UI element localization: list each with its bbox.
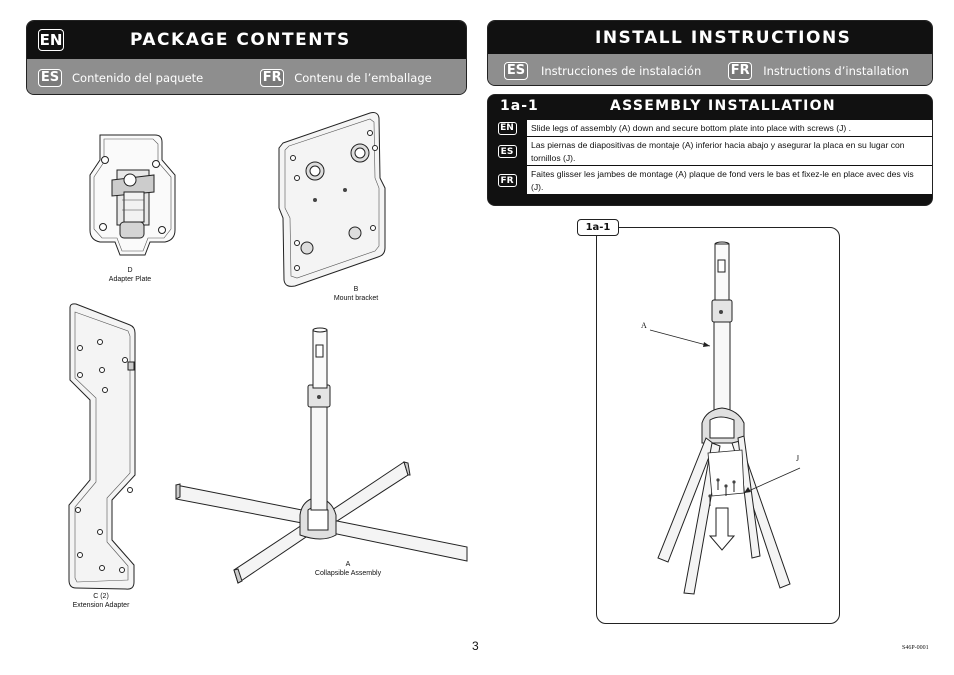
- part-letter: C (2): [93, 593, 109, 600]
- package-contents-header: EN PACKAGE CONTENTS ES Contenido del paq…: [26, 20, 467, 95]
- package-contents-subheader: ES Contenido del paquete FR Contenu de l…: [27, 59, 466, 94]
- instruction-row-fr: FR Faites glisser les jambes de montage …: [488, 166, 932, 195]
- install-instructions-title-bar: INSTALL INSTRUCTIONS: [488, 21, 932, 54]
- package-contents-title-bar: EN PACKAGE CONTENTS: [27, 21, 466, 59]
- subtitle-es: Contenido del paquete: [72, 70, 204, 85]
- assembly-step-box: 1a-1 ASSEMBLY INSTALLATION EN Slide legs…: [487, 94, 933, 206]
- part-name: Collapsible Assembly: [314, 570, 382, 577]
- instruction-text-en: Slide legs of assembly (A) down and secu…: [526, 119, 932, 137]
- lang-badge-es: ES: [38, 68, 62, 87]
- install-instructions-header: INSTALL INSTRUCTIONS ES Instrucciones de…: [487, 20, 933, 86]
- assembly-step-illustration: [649, 241, 801, 595]
- instruction-row-en: EN Slide legs of assembly (A) down and s…: [488, 119, 932, 137]
- mount-bracket-illustration: [278, 112, 386, 287]
- extension-adapter-illustration: [68, 303, 136, 590]
- part-name: Adapter Plate: [108, 276, 152, 283]
- lang-badge-fr: FR: [728, 61, 753, 80]
- document-code: S46P-0001: [902, 645, 929, 651]
- pointer-label-a: A: [641, 321, 647, 330]
- part-label-a: A Collapsible Assembly: [298, 560, 398, 578]
- page-title: PACKAGE CONTENTS: [130, 30, 351, 50]
- install-instructions-subheader: ES Instrucciones de instalación FR Instr…: [488, 54, 932, 85]
- part-label-d: D Adapter Plate: [90, 266, 170, 284]
- figure-tag: 1a-1: [577, 219, 619, 236]
- lang-badge-es: ES: [497, 145, 517, 158]
- lang-badge-es: ES: [504, 61, 528, 80]
- part-letter: B: [353, 286, 359, 293]
- page-number: 3: [472, 639, 479, 653]
- instruction-text-fr: Faites glisser les jambes de montage (A)…: [526, 166, 932, 195]
- adapter-plate-illustration: [89, 134, 176, 256]
- part-letter: D: [127, 267, 133, 274]
- step-number: 1a-1: [500, 98, 539, 114]
- lang-badge-en: EN: [497, 121, 517, 135]
- instruction-row-es: ES Las piernas de diapositivas de montaj…: [488, 137, 932, 166]
- part-label-b: B Mount bracket: [306, 285, 406, 303]
- part-letter: A: [345, 561, 351, 568]
- subtitle-fr: Contenu de l’emballage: [294, 70, 432, 85]
- part-name: Extension Adapter: [72, 602, 130, 609]
- part-name: Mount bracket: [333, 295, 379, 302]
- figure-frame: [596, 227, 840, 624]
- instruction-text-es: Las piernas de diapositivas de montaje (…: [526, 137, 932, 166]
- collapsible-assembly-illustration: [175, 327, 468, 584]
- part-label-c: C (2) Extension Adapter: [60, 592, 142, 610]
- lang-badge-fr: FR: [260, 68, 285, 87]
- pointer-label-j: J: [796, 454, 800, 463]
- install-subtitle-fr: Instructions d’installation: [763, 63, 909, 78]
- lang-badge-fr: FR: [497, 174, 517, 187]
- lang-badge-en: EN: [38, 29, 64, 51]
- install-title: INSTALL INSTRUCTIONS: [595, 27, 852, 48]
- step-title: ASSEMBLY INSTALLATION: [610, 98, 836, 114]
- install-subtitle-es: Instrucciones de instalación: [541, 63, 702, 78]
